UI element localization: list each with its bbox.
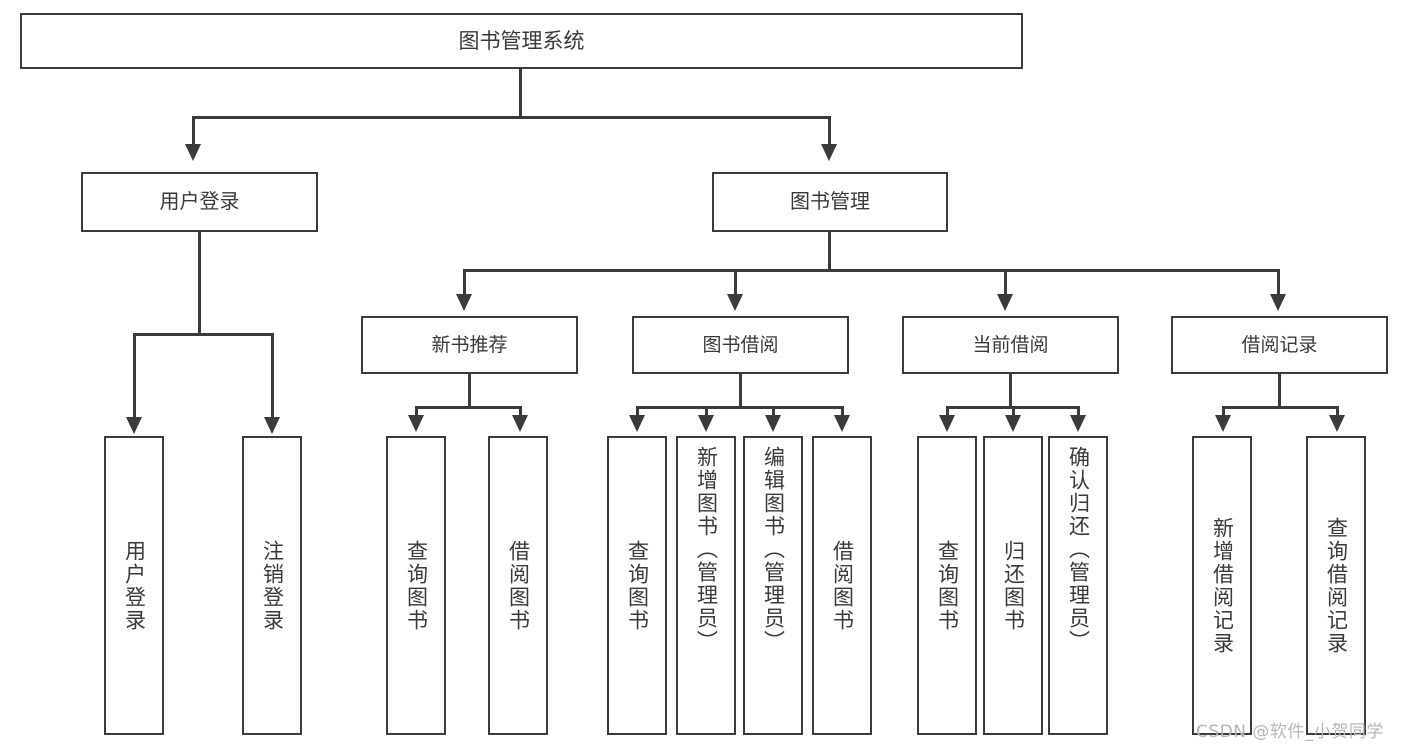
- connector-drop-leaf-user-login: [133, 333, 136, 421]
- node-label: 查询图书: [625, 539, 650, 632]
- connector-drop-user-login: [192, 116, 195, 148]
- node-leaf-query-book-3[interactable]: 查询图书: [917, 436, 977, 735]
- node-label: 图书借阅: [702, 333, 779, 356]
- node-label: 编辑图书（管理员）: [761, 446, 786, 653]
- node-leaf-query-book-2[interactable]: 查询图书: [607, 436, 667, 735]
- node-leaf-return-book[interactable]: 归还图书: [983, 436, 1043, 735]
- node-leaf-borrow-book-2[interactable]: 借阅图书: [812, 436, 872, 735]
- connector-drop-bb-leaf-3: [772, 406, 775, 419]
- node-current-borrow[interactable]: 当前借阅: [902, 316, 1119, 374]
- connector-drop-cb-leaf-1: [946, 406, 949, 419]
- arrowhead-nbr-leaf-1: [408, 415, 424, 432]
- node-user-login[interactable]: 用户登录: [81, 172, 318, 232]
- connector-level1-bus: [192, 116, 830, 119]
- node-borrow-record[interactable]: 借阅记录: [1171, 316, 1388, 374]
- arrowhead-leaf-user-logout: [264, 417, 280, 434]
- node-leaf-user-login[interactable]: 用户登录: [104, 436, 164, 735]
- connector-current-borrow-stem: [1009, 374, 1012, 406]
- node-label: 查询图书: [404, 539, 429, 632]
- node-label: 借阅记录: [1241, 333, 1318, 356]
- arrowhead-br-leaf-2: [1329, 415, 1345, 432]
- connector-drop-br-leaf-1: [1222, 406, 1225, 419]
- node-label: 当前借阅: [972, 333, 1049, 356]
- arrowhead-cb-leaf-3: [1070, 415, 1086, 432]
- connector-book-borrow-bus: [636, 406, 844, 409]
- connector-new-book-recommend-bus: [415, 406, 522, 409]
- connector-book-manage-stem: [828, 232, 831, 269]
- arrowhead-nbr-leaf-2: [512, 415, 528, 432]
- node-label: 注销登录: [260, 539, 285, 632]
- node-new-book-recommend[interactable]: 新书推荐: [361, 316, 578, 374]
- arrowhead-bb-leaf-4: [834, 415, 850, 432]
- connector-drop-bb-leaf-2: [705, 406, 708, 419]
- connector-drop-nbr-leaf-2: [519, 406, 522, 419]
- arrowhead-bb-leaf-3: [765, 415, 781, 432]
- connector-drop-bb-leaf-1: [636, 406, 639, 419]
- node-book-management[interactable]: 图书管理: [712, 172, 948, 232]
- connector-drop-nbr-leaf-1: [415, 406, 418, 419]
- node-label: 确认归还（管理员）: [1066, 446, 1091, 653]
- node-label: 借阅图书: [506, 539, 531, 632]
- arrowhead-book-manage: [821, 144, 837, 161]
- connector-drop-current-borrow: [1004, 269, 1007, 298]
- connector-drop-book-manage: [828, 116, 831, 148]
- node-leaf-edit-book[interactable]: 编辑图书（管理员）: [743, 436, 803, 735]
- arrowhead-cb-leaf-1: [939, 415, 955, 432]
- node-label: 用户登录: [159, 189, 240, 214]
- connector-book-borrow-stem: [739, 374, 742, 406]
- connector-drop-new-book-recommend: [463, 269, 466, 298]
- arrowhead-borrow-record: [1270, 294, 1286, 311]
- connector-user-login-stem: [198, 232, 201, 333]
- connector-level2-bus: [463, 269, 1277, 272]
- connector-drop-bb-leaf-4: [841, 406, 844, 419]
- node-root-book-management-system[interactable]: 图书管理系统: [20, 13, 1023, 69]
- node-leaf-query-record[interactable]: 查询借阅记录: [1306, 436, 1366, 735]
- connector-drop-br-leaf-2: [1336, 406, 1339, 419]
- node-label: 用户登录: [122, 539, 147, 632]
- node-label: 图书管理: [790, 189, 870, 214]
- arrowhead-new-book-recommend: [456, 294, 472, 311]
- node-label: 归还图书: [1001, 539, 1026, 632]
- node-leaf-confirm-return[interactable]: 确认归还（管理员）: [1048, 436, 1108, 735]
- node-label: 借阅图书: [830, 539, 855, 632]
- node-leaf-add-record[interactable]: 新增借阅记录: [1192, 436, 1252, 735]
- connector-drop-cb-leaf-3: [1077, 406, 1080, 419]
- node-leaf-query-book-1[interactable]: 查询图书: [386, 436, 446, 735]
- node-leaf-borrow-book-1[interactable]: 借阅图书: [488, 436, 548, 735]
- arrowhead-book-borrow: [727, 294, 743, 311]
- node-label: 图书管理系统: [458, 28, 585, 53]
- node-leaf-add-book[interactable]: 新增图书（管理员）: [676, 436, 736, 735]
- arrowhead-cb-leaf-2: [1005, 415, 1021, 432]
- connector-drop-cb-leaf-2: [1012, 406, 1015, 419]
- connector-borrow-record-stem: [1278, 374, 1281, 406]
- arrowhead-br-leaf-1: [1215, 415, 1231, 432]
- node-label: 新增图书（管理员）: [694, 446, 719, 653]
- arrowhead-user-login: [185, 144, 201, 161]
- connector-user-login-bus: [133, 333, 271, 336]
- node-leaf-user-logout[interactable]: 注销登录: [242, 436, 302, 735]
- connector-root-stem: [519, 69, 522, 116]
- arrowhead-bb-leaf-2: [698, 415, 714, 432]
- connector-new-book-recommend-stem: [468, 374, 471, 406]
- arrowhead-current-borrow: [997, 294, 1013, 311]
- node-book-borrow[interactable]: 图书借阅: [632, 316, 849, 374]
- connector-drop-borrow-record: [1277, 269, 1280, 298]
- arrowhead-bb-leaf-1: [629, 415, 645, 432]
- node-label: 新增借阅记录: [1210, 516, 1235, 655]
- connector-drop-book-borrow: [734, 269, 737, 298]
- connector-borrow-record-bus: [1222, 406, 1337, 409]
- node-label: 查询借阅记录: [1324, 516, 1349, 655]
- node-label: 查询图书: [935, 539, 960, 632]
- node-label: 新书推荐: [431, 333, 508, 356]
- connector-drop-leaf-user-logout: [271, 333, 274, 421]
- arrowhead-leaf-user-login: [126, 417, 142, 434]
- watermark-text: CSDN @软件_小贺同学: [1196, 722, 1384, 742]
